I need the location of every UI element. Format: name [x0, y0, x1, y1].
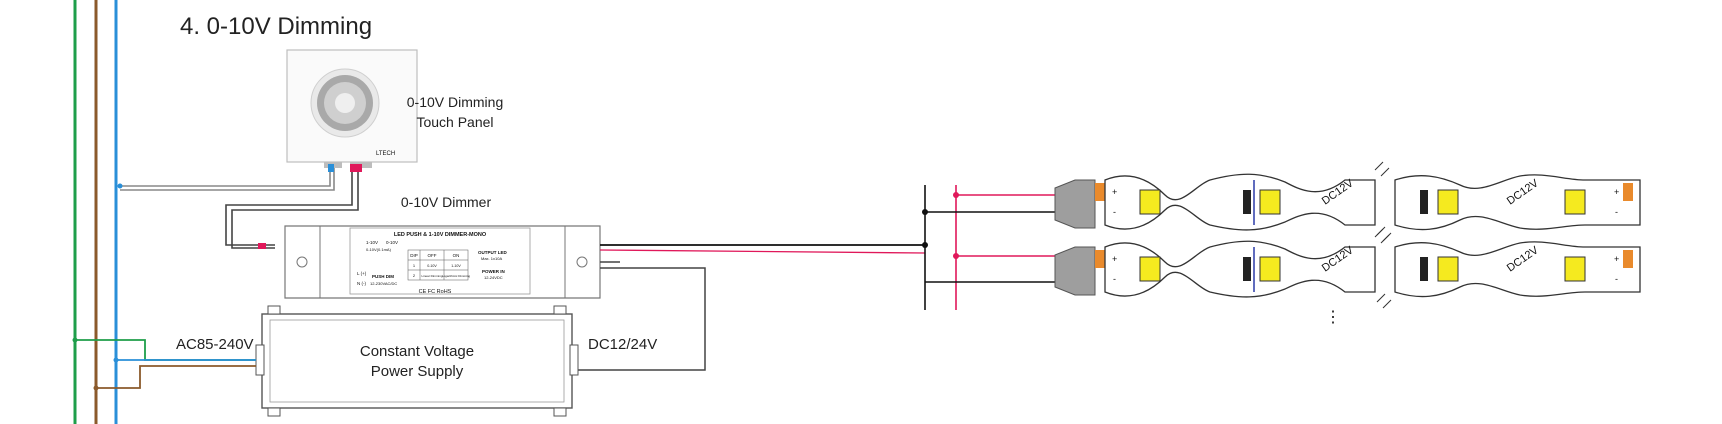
led-strip-1: DC12V DC12V + - + - — [1054, 161, 1641, 242]
dimmer-output-wires — [555, 244, 926, 371]
dip-row-1-on: 1-10V — [451, 264, 461, 268]
touch-panel-label-line1: 0-10V Dimming — [407, 94, 503, 110]
output-led-label: OUTPUT LED — [478, 250, 507, 255]
strip-continuation: ⋮ — [1325, 309, 1341, 326]
dimmer-label: 0-10V Dimmer — [401, 194, 492, 210]
led-chip-icon — [1259, 256, 1281, 282]
dip-header: DIP — [410, 253, 418, 258]
input-0-10v: 0-10V — [386, 240, 398, 245]
input-live: L (+) — [357, 271, 367, 276]
power-in-voltage: 12-24VDC — [484, 275, 503, 280]
led-chip-icon — [1259, 189, 1281, 215]
dimmer-voltage: 12-230VAC/DC — [370, 281, 397, 286]
output-max: Max. 1x10A — [481, 256, 502, 261]
strip-minus-label: - — [1113, 274, 1116, 284]
led-strip-2: DC12V DC12V + - + - — [1054, 228, 1641, 309]
led-chip-icon — [1437, 256, 1459, 282]
led-chip-icon — [1139, 189, 1161, 215]
power-in-label: POWER IN — [482, 269, 505, 274]
strip-minus-label: - — [1615, 274, 1618, 284]
dip-off-header: OFF — [428, 253, 437, 258]
dip-row-2-off: Linear Dimming — [421, 274, 442, 278]
ac-input-wires — [72, 183, 256, 391]
strip-plus-label: + — [1614, 187, 1619, 197]
led-chip-icon — [1564, 256, 1586, 282]
resistor-icon — [1420, 190, 1428, 214]
resistor-icon — [1420, 257, 1428, 281]
dimmer-header: LED PUSH & 1-10V DIMMER-MONO — [394, 232, 487, 238]
push-dim-label: PUSH DIM — [372, 274, 394, 279]
mount-hole-icon — [576, 256, 588, 268]
led-chip-icon — [1564, 189, 1586, 215]
cert-marks: CE FC RoHS — [419, 289, 452, 295]
dip-row-1-off: 0-10V — [427, 264, 437, 268]
strip-minus-label: - — [1113, 207, 1116, 217]
touch-panel-wires — [120, 164, 362, 249]
power-supply — [255, 305, 579, 417]
input-neutral: N (-) — [357, 281, 366, 286]
section-title: 4. 0-10V Dimming — [180, 13, 372, 40]
dip-table — [407, 249, 469, 281]
svg-text:LTECH: LTECH — [376, 151, 395, 157]
ac-input-label: AC85-240V — [176, 336, 254, 353]
dip-row-1: 1 — [413, 263, 416, 268]
dc-output-label: DC12/24V — [588, 336, 657, 353]
dip-row-2-on: Logarithmic Dimming — [442, 274, 471, 278]
strip-plus-label: + — [1112, 187, 1117, 197]
strip-bus — [922, 185, 1055, 310]
mains-bus — [73, 0, 118, 424]
input-0-10v-current: 0-10V(0.1mA) — [366, 247, 392, 252]
led-chip-icon — [1437, 189, 1459, 215]
touch-panel-label-line2: Touch Panel — [416, 114, 493, 130]
resistor-icon — [1243, 257, 1251, 281]
touch-panel: LTECH — [286, 49, 418, 168]
dip-on-header: ON — [453, 253, 460, 258]
mount-hole-icon — [296, 256, 308, 268]
psu-label-line2: Power Supply — [371, 363, 464, 380]
strip-plus-label: + — [1614, 254, 1619, 264]
strip-plus-label: + — [1112, 254, 1117, 264]
dimmer-unit: LED PUSH & 1-10V DIMMER-MONO 1-10V 0-10V… — [284, 225, 601, 299]
psu-label-line1: Constant Voltage — [360, 343, 474, 360]
input-1-10v: 1-10V — [366, 240, 378, 245]
resistor-icon — [1243, 190, 1251, 214]
dip-row-2: 2 — [413, 273, 416, 278]
led-chip-icon — [1139, 256, 1161, 282]
strip-minus-label: - — [1615, 207, 1618, 217]
